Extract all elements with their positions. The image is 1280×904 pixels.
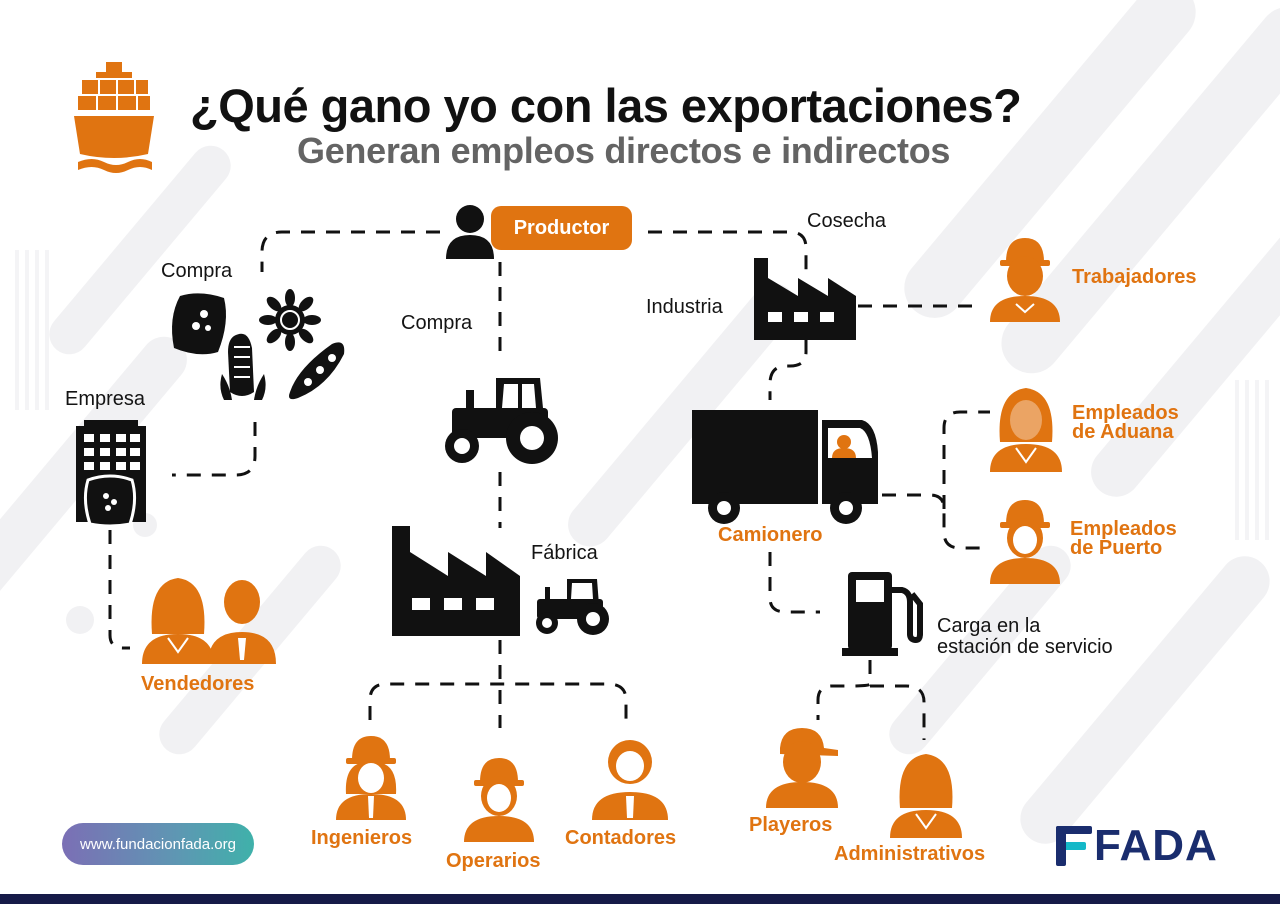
line-seeds-empresa bbox=[172, 422, 257, 477]
line-camion-aduana-puerto bbox=[882, 493, 990, 550]
label-compra-center: Compra bbox=[401, 312, 473, 334]
label-carga-line1: Carga en la bbox=[937, 615, 1041, 637]
person-icon bbox=[446, 205, 494, 259]
role-administrativos: Administrativos bbox=[834, 843, 986, 865]
role-camionero: Camionero bbox=[718, 524, 823, 546]
grains-icon bbox=[172, 289, 345, 400]
role-playeros: Playeros bbox=[749, 814, 833, 836]
label-industria: Industria bbox=[646, 296, 723, 318]
woman-icon bbox=[990, 388, 1062, 472]
cap-worker-icon bbox=[766, 728, 838, 808]
building-icon bbox=[76, 420, 146, 526]
line-carga-admin bbox=[870, 684, 926, 740]
label-fabrica: Fábrica bbox=[531, 542, 598, 564]
industry-factory-icon bbox=[754, 258, 856, 340]
label-empresa: Empresa bbox=[65, 388, 146, 410]
line-productor-compra-left bbox=[260, 230, 440, 272]
accountant-icon bbox=[592, 740, 668, 820]
role-operarios: Operarios bbox=[446, 850, 541, 872]
productor-badge: Productor bbox=[491, 206, 632, 250]
fada-logo-mark bbox=[1056, 826, 1092, 866]
website-link[interactable]: www.fundacionfada.org bbox=[62, 823, 254, 865]
role-aduana-line1: Empleados bbox=[1072, 402, 1179, 424]
operator-helmet-icon bbox=[464, 758, 534, 842]
page-subtitle: Generan empleos directos e indirectos bbox=[297, 130, 951, 171]
line-branch-ingenieros bbox=[368, 682, 628, 728]
role-puerto-line2: de Puerto bbox=[1070, 537, 1163, 559]
port-worker-helmet-icon bbox=[990, 500, 1060, 584]
role-vendedores: Vendedores bbox=[141, 673, 255, 695]
line-productor-cosecha bbox=[648, 230, 808, 278]
label-compra-left: Compra bbox=[161, 260, 233, 282]
fada-logo-text: FADA bbox=[1094, 821, 1218, 870]
label-cosecha: Cosecha bbox=[807, 210, 886, 232]
role-trabajadores: Trabajadores bbox=[1072, 266, 1197, 288]
footer-bar bbox=[0, 894, 1280, 904]
small-tractor-icon bbox=[536, 579, 609, 635]
line-industria-camion bbox=[768, 340, 808, 400]
line-empresa-vendedores bbox=[108, 530, 130, 650]
line-carga-branch bbox=[816, 660, 872, 720]
role-aduana-line2: de Aduana bbox=[1072, 421, 1174, 443]
worker-helmet-icon bbox=[990, 238, 1060, 322]
line-camion-carga bbox=[768, 552, 820, 614]
fada-logo: FADA bbox=[1054, 821, 1222, 870]
page-title: ¿Qué gano yo con las exportaciones? bbox=[190, 79, 1022, 132]
fuel-pump-icon bbox=[842, 572, 923, 656]
factory-icon bbox=[392, 526, 520, 636]
sellers-icon bbox=[142, 578, 276, 664]
role-puerto-line1: Empleados bbox=[1070, 518, 1177, 540]
label-carga-line2: estación de servicio bbox=[937, 636, 1113, 658]
role-ingenieros: Ingenieros bbox=[311, 827, 413, 849]
engineer-icon bbox=[336, 736, 406, 820]
role-contadores: Contadores bbox=[565, 827, 677, 849]
admin-woman-icon bbox=[890, 754, 962, 838]
ship-icon bbox=[74, 62, 154, 173]
tractor-icon bbox=[445, 378, 558, 464]
truck-icon bbox=[692, 410, 878, 524]
line-aduana bbox=[942, 410, 990, 509]
